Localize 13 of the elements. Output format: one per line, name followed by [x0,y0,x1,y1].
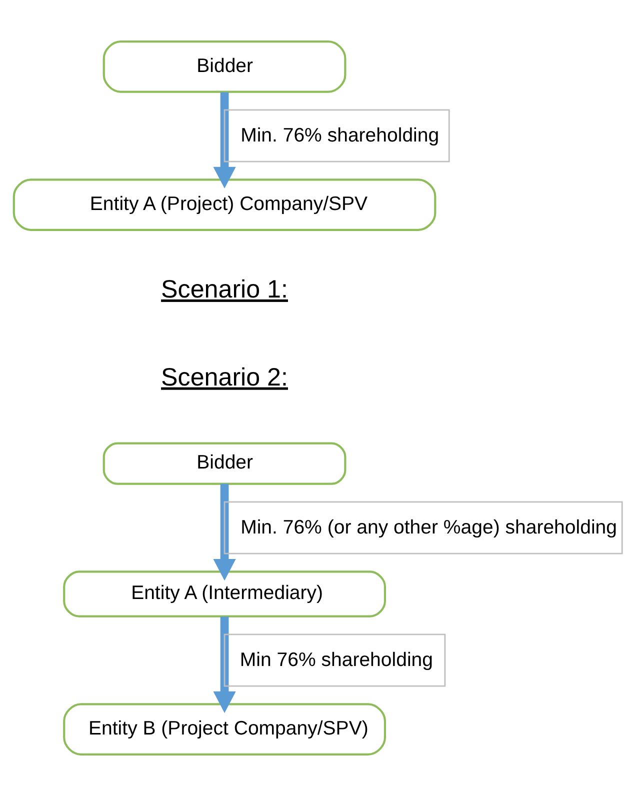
node-box: Entity B (Project Company/SPV) [63,703,386,756]
node-box: Bidder [102,442,346,485]
edge-label: Min. 76% (or any other %age) shareholding [240,516,618,539]
arrow [213,92,236,188]
label: Scenario 1: [161,275,288,304]
node-box: Entity A (Intermediary) [63,570,386,618]
edge-label: Min 76% shareholding [240,649,433,672]
arrow [213,616,236,713]
edge-label: Min. 76% shareholding [240,124,440,147]
node-box: Bidder [102,40,346,93]
arrow [213,484,236,581]
node-box: Entity A (Project) Company/SPV [12,178,436,231]
label: Scenario 2: [161,363,288,392]
